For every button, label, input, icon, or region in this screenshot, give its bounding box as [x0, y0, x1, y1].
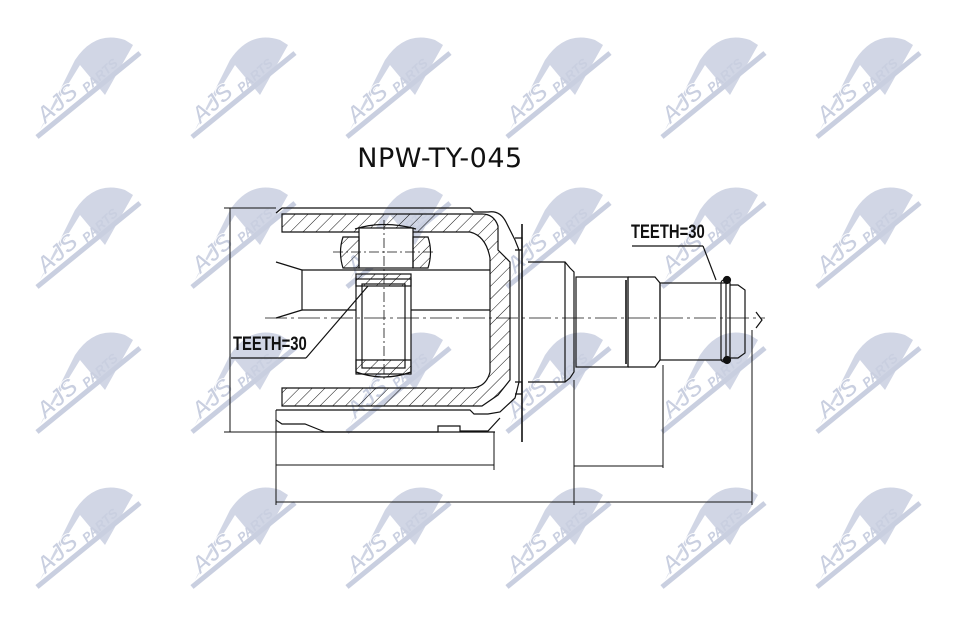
dimension-lines — [224, 207, 753, 505]
joint-housing — [275, 207, 520, 433]
flange-seal — [515, 224, 523, 442]
inner-teeth-label: TEETH=30 — [233, 334, 307, 355]
outer-teeth-label: TEETH=30 — [631, 222, 705, 243]
stub-shaft — [528, 261, 763, 383]
part-number-title: NPW-TY-045 — [357, 143, 523, 174]
tripod-spider — [275, 220, 490, 380]
